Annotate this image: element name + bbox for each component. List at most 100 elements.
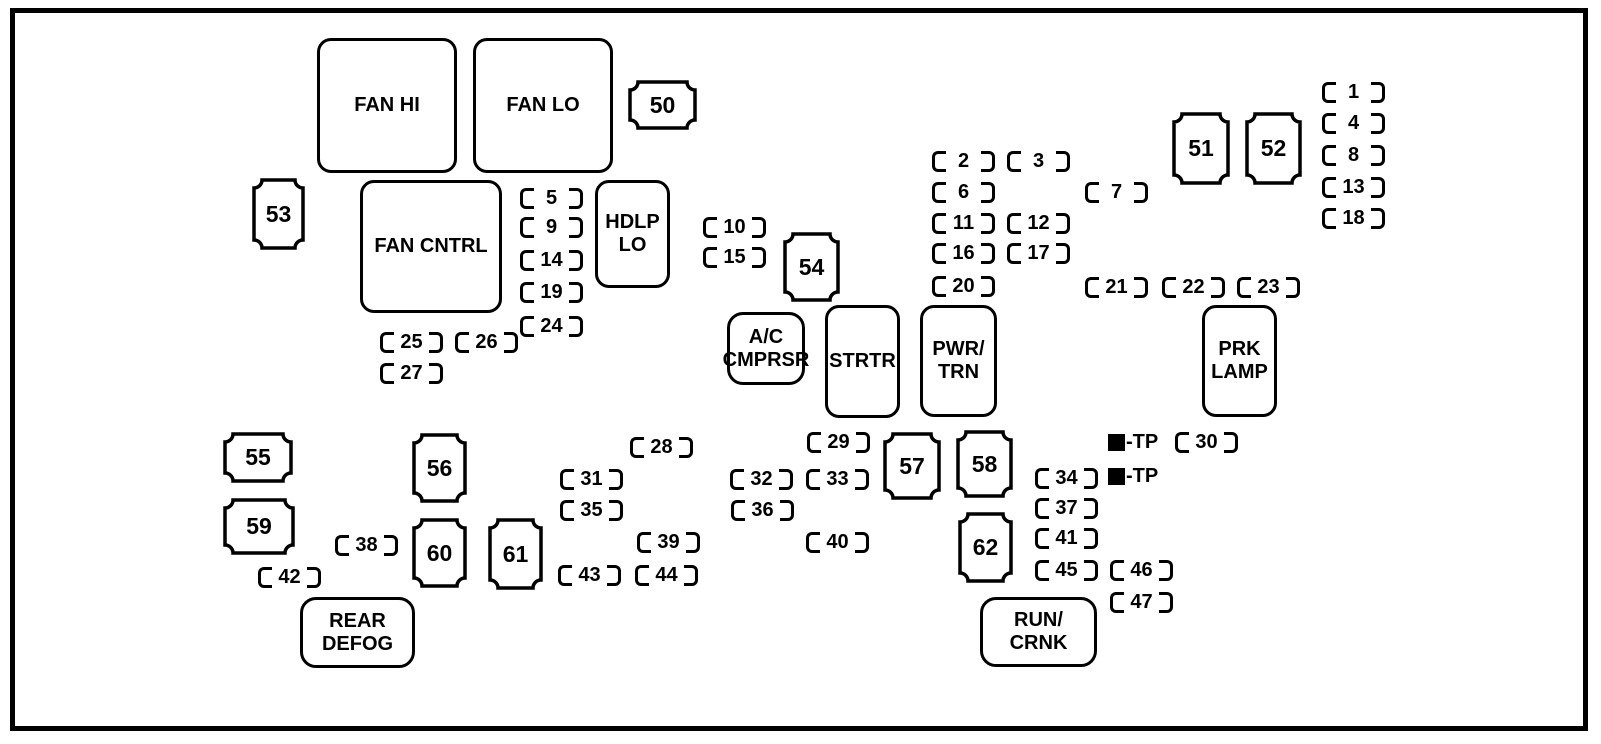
fuse-bracket-right	[686, 532, 700, 553]
fuse-23: 23	[1237, 277, 1300, 298]
fuse-number: 21	[1105, 276, 1128, 298]
fuse-number: 40	[826, 531, 849, 553]
relay-57: 57	[883, 432, 941, 500]
fuse-bracket-right	[679, 437, 693, 458]
fuse-number: 37	[1055, 497, 1078, 519]
relay-outline	[1172, 112, 1230, 185]
fuse-number: 23	[1257, 276, 1280, 298]
relay-61: 61	[488, 518, 543, 590]
fuse-number: 1	[1347, 81, 1360, 103]
fuse-bracket-left	[1007, 213, 1021, 234]
fuse-bracket-left	[1085, 277, 1099, 298]
fuse-bracket-left	[1110, 592, 1124, 613]
fuse-bracket-left	[558, 565, 572, 586]
fuse-bracket-right	[1211, 277, 1225, 298]
fuse-bracket-right	[981, 151, 995, 172]
relay-outline	[883, 432, 941, 500]
fuse-40: 40	[806, 532, 869, 553]
fuse-37: 37	[1035, 498, 1098, 519]
component-label: HDLP	[605, 211, 660, 233]
relay-number: 54	[798, 253, 825, 280]
fuse-number: 8	[1347, 144, 1360, 166]
relay-outline	[412, 433, 467, 503]
relay-outline	[628, 80, 697, 130]
fuse-5: 5	[520, 188, 583, 209]
relay-outline	[956, 430, 1013, 498]
fuse-24: 24	[520, 316, 583, 337]
relay-55: 55	[223, 432, 293, 483]
fuse-10: 10	[703, 217, 766, 238]
fuse-46: 46	[1110, 560, 1173, 581]
component-label: CMPRSR	[722, 348, 810, 371]
fuse-33: 33	[806, 469, 869, 490]
fuse-15: 15	[703, 247, 766, 268]
fuse-number: 43	[578, 564, 601, 586]
fuse-bracket-right	[569, 250, 583, 271]
relay-number: 57	[899, 452, 925, 479]
fuse-bracket-right	[856, 432, 870, 453]
fuse-bracket-left	[1007, 243, 1021, 264]
fuse-bracket-right	[384, 535, 398, 556]
fuse-number: 27	[400, 362, 423, 384]
fuse-number: 34	[1055, 467, 1078, 489]
fuse-bracket-right	[981, 182, 995, 203]
fuse-8: 8	[1322, 145, 1385, 166]
fuse-number: 5	[545, 187, 558, 209]
fuse-bracket-left	[932, 151, 946, 172]
fuse-bracket-left	[560, 469, 574, 490]
fuse-bracket-right	[1286, 277, 1300, 298]
fuse-bracket-right	[429, 332, 443, 353]
fuse-bracket-left	[1035, 560, 1049, 581]
fuse-number: 20	[952, 275, 975, 297]
fuse-43: 43	[558, 565, 621, 586]
component-label: LAMP	[1211, 361, 1268, 383]
fuse-bracket-left	[1162, 277, 1176, 298]
component-label: FAN HI	[354, 94, 420, 116]
fuse-number: 28	[650, 436, 673, 458]
fuse-number: 35	[580, 499, 603, 521]
fuse-14: 14	[520, 250, 583, 271]
relay-outline	[488, 518, 543, 590]
fuse-bracket-left	[730, 469, 744, 490]
fuse-bracket-left	[335, 535, 349, 556]
fuse-bracket-left	[455, 332, 469, 353]
fuse-bracket-right	[981, 243, 995, 264]
fuse-number: 14	[540, 249, 563, 271]
test-point-square-icon	[1108, 468, 1125, 485]
component-box-run-crnk: RUN/CRNK	[980, 597, 1097, 667]
fuse-bracket-right	[609, 469, 623, 490]
fuse-number: 39	[657, 531, 680, 553]
fuse-bracket-right	[1371, 113, 1385, 134]
component-box-fan-hi: FAN HI	[317, 38, 457, 173]
fuse-44: 44	[635, 565, 698, 586]
fuse-bracket-right	[1371, 145, 1385, 166]
fuse-19: 19	[520, 282, 583, 303]
relay-52: 52	[1245, 112, 1302, 185]
fuse-bracket-right	[1084, 528, 1098, 549]
fuse-bracket-left	[380, 332, 394, 353]
fuse-bracket-left	[1322, 208, 1336, 229]
fuse-number: 46	[1130, 559, 1153, 581]
component-label: DEFOG	[321, 632, 394, 655]
relay-outline	[223, 498, 295, 555]
fuse-38: 38	[335, 535, 398, 556]
component-label: STRTR	[829, 350, 896, 372]
fuse-13: 13	[1322, 177, 1385, 198]
fuse-number: 25	[400, 331, 423, 353]
fuse-number: 19	[540, 281, 563, 303]
fuse-20: 20	[932, 276, 995, 297]
fuse-bracket-left	[520, 217, 534, 238]
fuse-bracket-left	[1237, 277, 1251, 298]
fuse-number: 30	[1195, 431, 1218, 453]
fuse-45: 45	[1035, 560, 1098, 581]
fuse-number: 18	[1342, 207, 1365, 229]
fuse-27: 27	[380, 363, 443, 384]
fuse-28: 28	[630, 437, 693, 458]
relay-56: 56	[412, 433, 467, 503]
fuse-bracket-right	[569, 316, 583, 337]
relay-outline	[958, 512, 1013, 583]
fuse-number: 24	[540, 315, 563, 337]
